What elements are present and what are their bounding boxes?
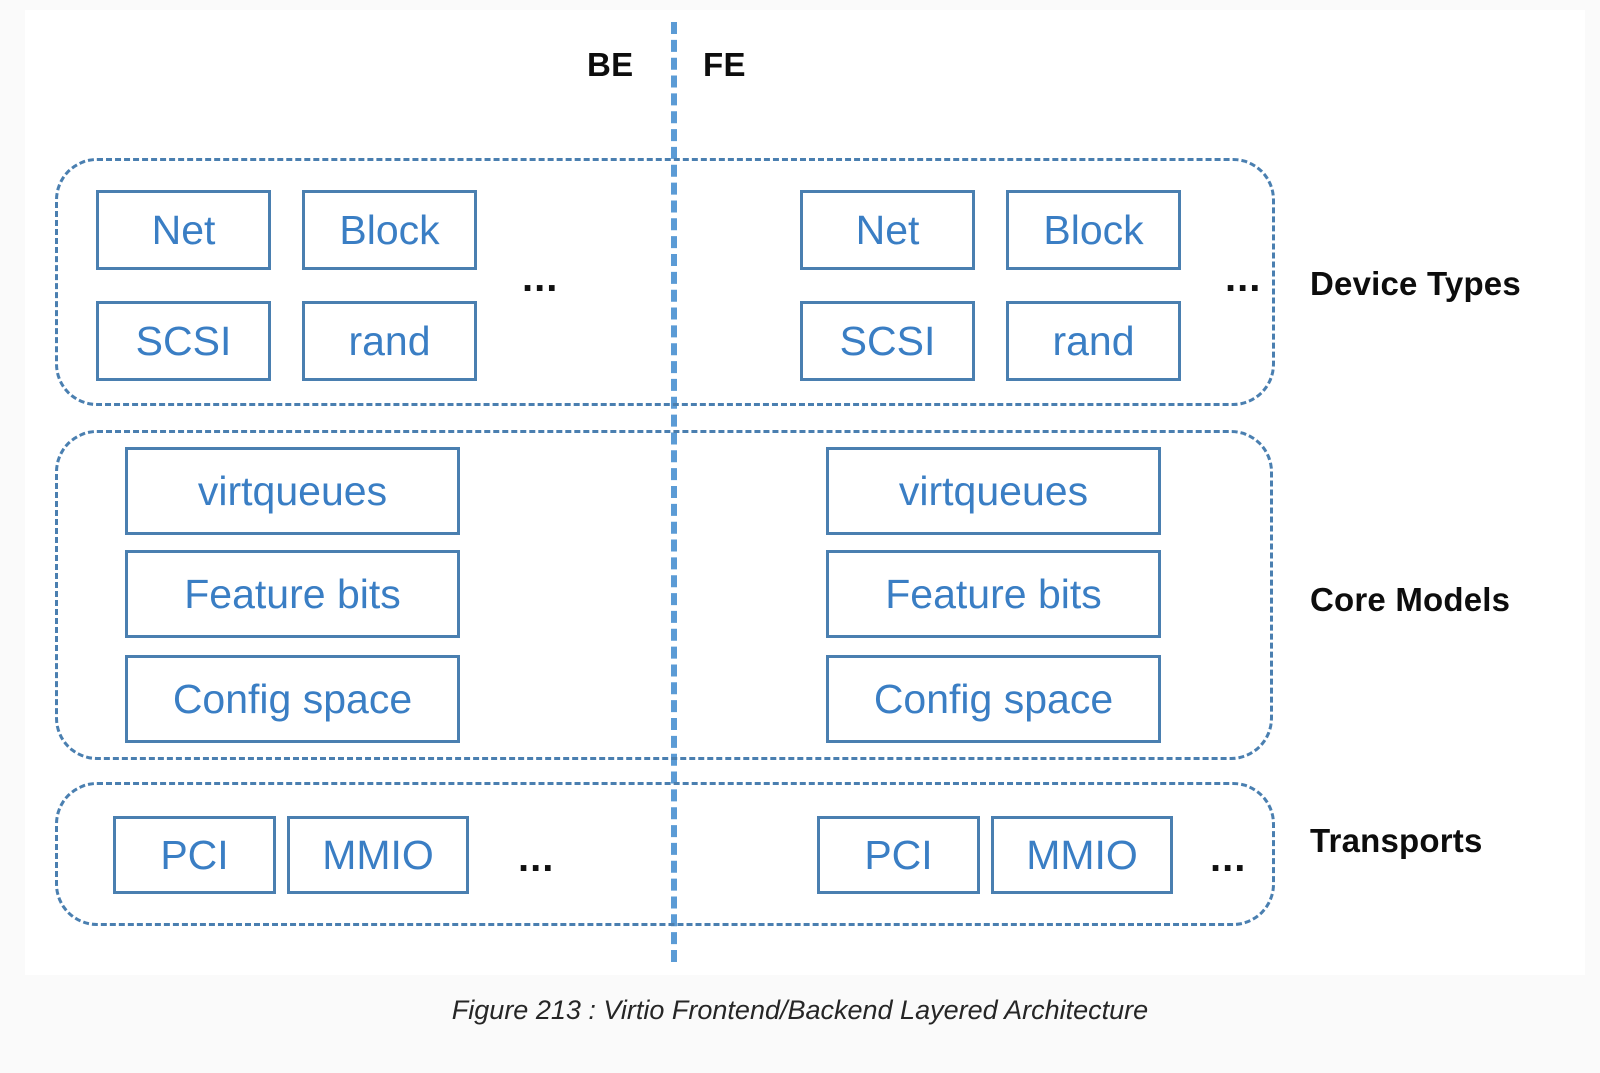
layer-title-core-models: Core Models bbox=[1310, 581, 1511, 618]
backend-side-label: BE bbox=[587, 46, 634, 83]
box-fe-core-config-space[interactable]: Config space bbox=[826, 655, 1161, 743]
layer-transports bbox=[55, 782, 1275, 926]
diagram-canvas: BE FE Net Block SCSI rand ... Net Block … bbox=[25, 10, 1585, 975]
ellipsis-fe-transports: ... bbox=[1210, 836, 1247, 880]
box-be-transport-pci[interactable]: PCI bbox=[113, 816, 276, 894]
box-fe-device-rand[interactable]: rand bbox=[1006, 301, 1181, 381]
box-be-core-config-space[interactable]: Config space bbox=[125, 655, 460, 743]
figure-caption: Figure 213 : Virtio Frontend/Backend Lay… bbox=[451, 995, 1149, 1025]
box-fe-transport-pci[interactable]: PCI bbox=[817, 816, 980, 894]
box-be-core-feature-bits[interactable]: Feature bits bbox=[125, 550, 460, 638]
box-fe-core-virtqueues[interactable]: virtqueues bbox=[826, 447, 1161, 535]
layer-title-device-types: Device Types bbox=[1310, 265, 1521, 302]
layer-title-transports: Transports bbox=[1310, 822, 1483, 859]
box-fe-device-net[interactable]: Net bbox=[800, 190, 975, 270]
box-be-device-scsi[interactable]: SCSI bbox=[96, 301, 271, 381]
ellipsis-be-transports: ... bbox=[518, 836, 555, 880]
ellipsis-fe-device-types: ... bbox=[1225, 256, 1262, 300]
layer-device-types bbox=[55, 158, 1275, 406]
frontend-side-label: FE bbox=[703, 46, 746, 83]
box-fe-transport-mmio[interactable]: MMIO bbox=[991, 816, 1173, 894]
box-be-device-rand[interactable]: rand bbox=[302, 301, 477, 381]
box-be-device-net[interactable]: Net bbox=[96, 190, 271, 270]
layer-core-models bbox=[55, 430, 1273, 760]
box-fe-device-scsi[interactable]: SCSI bbox=[800, 301, 975, 381]
box-be-core-virtqueues[interactable]: virtqueues bbox=[125, 447, 460, 535]
ellipsis-be-device-types: ... bbox=[522, 256, 559, 300]
box-be-device-block[interactable]: Block bbox=[302, 190, 477, 270]
box-fe-device-block[interactable]: Block bbox=[1006, 190, 1181, 270]
box-fe-core-feature-bits[interactable]: Feature bits bbox=[826, 550, 1161, 638]
backend-frontend-divider bbox=[671, 22, 677, 962]
box-be-transport-mmio[interactable]: MMIO bbox=[287, 816, 469, 894]
